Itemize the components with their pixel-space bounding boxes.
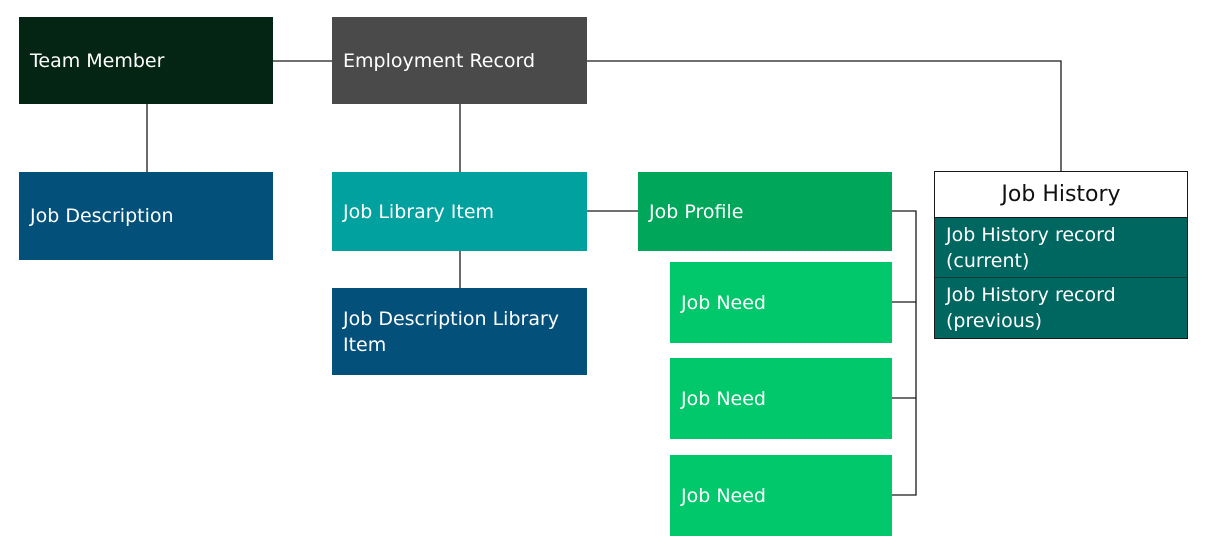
team-member-node: Team Member <box>19 17 273 104</box>
job-profile-node: Job Profile <box>638 172 892 251</box>
job-description-label: Job Description <box>30 205 174 227</box>
job-need-node: Job Need <box>670 262 892 343</box>
job-history-record-previous: Job History record (previous) <box>935 278 1187 338</box>
job-need-label: Job Need <box>681 484 766 507</box>
job-history-record-current: Job History record (current) <box>935 218 1187 278</box>
job-library-item-label: Job Library Item <box>343 200 495 223</box>
job-description-library-item-node: Job Description Library Item <box>332 288 587 375</box>
job-need-node: Job Need <box>670 455 892 536</box>
job-description-node: Job Description <box>19 172 273 260</box>
job-history-record-label: Job History record (previous) <box>946 284 1116 332</box>
employment-record-label: Employment Record <box>343 49 536 72</box>
connector-employment-record-to-job-history <box>587 60 1062 171</box>
connector-job-profile-bracket <box>892 210 917 496</box>
employment-record-node: Employment Record <box>332 17 587 104</box>
job-library-item-node: Job Library Item <box>332 172 587 251</box>
job-description-library-item-label: Job Description Library Item <box>343 307 560 356</box>
job-need-node: Job Need <box>670 358 892 439</box>
job-profile-label: Job Profile <box>649 200 744 223</box>
job-history-record-label: Job History record (current) <box>946 223 1116 272</box>
job-need-label: Job Need <box>681 291 766 314</box>
job-history-table: Job History Job History record (current)… <box>934 171 1188 339</box>
team-member-label: Team Member <box>30 49 165 72</box>
job-need-label: Job Need <box>681 387 766 410</box>
job-history-title: Job History <box>935 172 1187 218</box>
